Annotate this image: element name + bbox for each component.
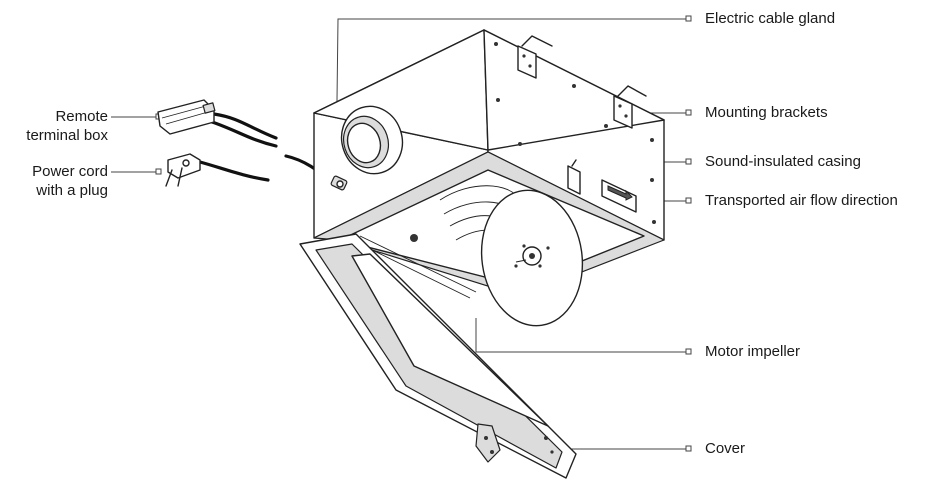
terminal-sound-insulated-casing [685, 158, 692, 165]
air-flow-sticker [601, 179, 637, 213]
cover-panel [351, 253, 549, 427]
label-air-flow-direction: Transported air flow direction [705, 192, 898, 209]
label-power-cord-line1: Power cord [32, 163, 108, 180]
electric-cable-gland [330, 175, 348, 191]
label-sound-insulated-casing: Sound-insulated casing [705, 153, 861, 170]
housing [313, 29, 665, 327]
remote-cable-upper [212, 112, 278, 140]
remote-cable-lower [210, 120, 278, 148]
terminal-cover [685, 445, 692, 452]
mounting-bracket-left [517, 35, 553, 79]
motor-impeller [439, 185, 584, 327]
label-power-cord-line2: with a plug [36, 182, 108, 199]
cover [299, 233, 577, 479]
label-electric-cable-gland: Electric cable gland [705, 10, 836, 27]
mounting-bracket-right [613, 85, 647, 129]
mounting-bracket-lower [567, 159, 581, 195]
label-mounting-brackets: Mounting brackets [705, 104, 828, 121]
label-cover: Cover [705, 440, 746, 457]
power-cord-cable [198, 160, 270, 182]
power-plug [165, 153, 201, 187]
remote-terminal-box [157, 99, 216, 135]
terminal-electric-cable-gland [685, 15, 692, 22]
terminal-mounting-brackets [685, 109, 692, 116]
label-remote-terminal-box-line1: Remote [55, 108, 108, 125]
leader-motor-impeller [475, 318, 686, 353]
terminal-motor-impeller [685, 348, 692, 355]
cover-latch [475, 423, 501, 463]
label-motor-impeller: Motor impeller [705, 343, 801, 360]
terminal-air-flow-direction [685, 197, 692, 204]
duct-collar [340, 105, 404, 175]
label-power-cord: Power cord with a plug [10, 162, 108, 200]
label-remote-terminal-box: Remote terminal box [10, 107, 108, 145]
terminal-power-cord [155, 168, 162, 175]
label-remote-terminal-box-line2: terminal box [26, 127, 108, 144]
